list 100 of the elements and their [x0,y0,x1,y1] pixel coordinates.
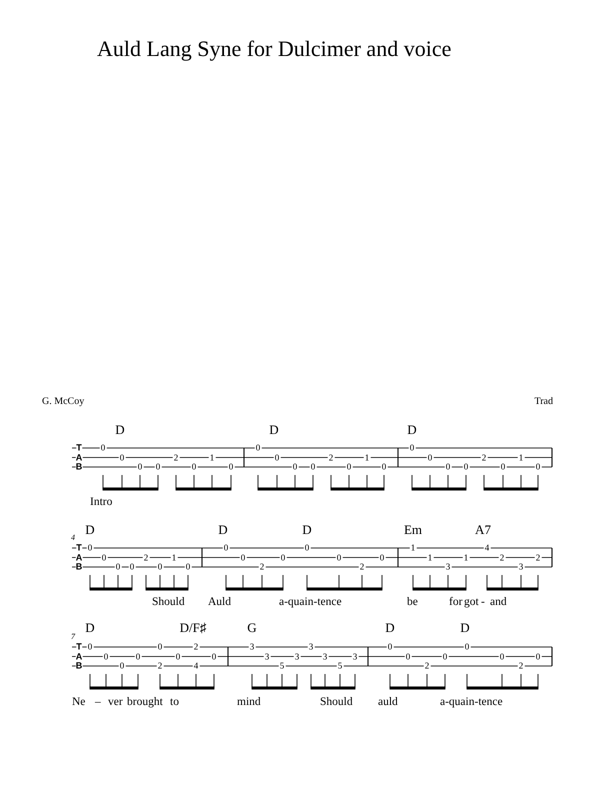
fret-number: 1 [518,453,524,462]
chord-name: A7 [475,523,491,536]
fret-number: 0 [210,652,218,661]
lyric-syllable: to [170,697,179,708]
fret-number: 1 [364,453,370,462]
credit-text: Trad [534,397,553,407]
chord-name: D [85,621,95,634]
tab-clef-letter: A [76,652,82,661]
fret-number: 3 [444,562,452,572]
fret-number: 3 [308,642,314,652]
chord-name: G [247,621,257,634]
lyric-syllable: and [490,597,507,608]
fret-number: 4 [484,544,490,552]
fret-number: 0 [240,553,246,562]
fret-number: 0 [86,642,94,652]
fret-number: 0 [310,462,316,472]
fret-number: 3 [264,652,270,661]
lyric-syllable: - [481,597,485,608]
lyric-syllable: – [95,697,101,708]
fret-number: 4 [192,662,200,670]
lyric-syllable: got [464,597,479,608]
fret-number: 0 [442,652,448,661]
lyric-syllable: ver [108,697,123,708]
fret-number: 0 [534,652,542,661]
fret-number: 2 [480,453,488,462]
fret-number: 0 [464,642,470,652]
fret-number: 1 [410,544,416,552]
fret-number: 2 [328,453,334,462]
lyric-syllable: Should [320,697,353,708]
fret-number: 2 [156,662,164,670]
tab-clef-letter: T [76,544,82,552]
fret-number: 2 [498,553,506,562]
measure-number: 4 [71,534,75,542]
fret-number: 0 [292,462,298,472]
fret-number: 1 [462,553,470,562]
fret-number: 2 [142,553,150,562]
fret-number: 0 [228,462,234,472]
fret-number: 0 [346,462,352,472]
fret-number: 0 [336,553,342,562]
fret-number: 0 [404,652,412,661]
fret-number: 0 [378,553,386,562]
fret-number: 0 [86,544,94,552]
lyric-syllable: brought [127,697,163,708]
fret-number: 0 [534,462,542,472]
chord-name: D/F♯ [180,621,206,634]
fret-number: 0 [280,553,286,562]
chord-name: D [218,523,228,536]
fret-number: 0 [114,562,122,572]
fret-number: 0 [222,544,230,552]
fret-number: 0 [304,544,310,552]
lyric-syllable: Intro [90,497,112,508]
chord-name: D [385,621,395,634]
lyric-syllable: auld [378,697,398,708]
fret-number: 0 [190,462,198,472]
tab-clef-letter: T [76,642,82,652]
fret-number: 1 [170,553,178,562]
fret-number: 3 [352,652,358,661]
fret-number: 0 [118,453,126,462]
fret-number: 0 [156,642,164,652]
chord-name: D [269,423,279,436]
fret-number: 0 [100,553,108,562]
chord-name: D [115,423,125,436]
credit-text: G. McCoy [42,397,84,407]
fret-number: 5 [278,662,286,670]
lyric-syllable: Ne [72,697,86,708]
fret-number: 0 [134,652,142,661]
fret-number: 0 [102,652,110,661]
lyric-syllable: a-quain-tence [279,597,342,608]
tab-clef-letter: A [76,553,82,562]
fret-number: 0 [254,444,262,452]
fret-number: 2 [534,553,542,562]
fret-number: 0 [462,462,470,472]
fret-number: 2 [192,642,200,652]
fret-number: 0 [498,652,506,661]
title: Auld Lang Syne for Dulcimer and voice [97,36,452,62]
lyric-syllable: mind [237,697,261,708]
lyric-syllable: a-quain-tence [440,697,503,708]
fret-number: 0 [128,562,136,572]
fret-number: 0 [118,662,126,670]
fret-number: 2 [424,662,430,670]
chord-name: Em [404,523,422,536]
measure-number: 7 [71,633,75,641]
lyric-syllable: Auld [208,597,231,608]
fret-number: 0 [136,462,144,472]
lyric-syllable: be [407,597,418,608]
chord-name: D [85,523,95,536]
chord-name: D [407,423,417,436]
tab-clef-letter: T [76,444,82,452]
fret-number: 0 [444,462,452,472]
tab-clef-letter: B [76,462,82,472]
chord-name: D [460,621,470,634]
fret-number: 1 [208,453,216,462]
tab-clef-letter: A [76,453,82,462]
fret-number: 0 [100,444,106,452]
tab-clef-letter: B [76,662,82,670]
fret-number: 0 [426,453,434,462]
fret-number: 0 [174,652,182,661]
fret-number: 0 [154,462,162,472]
fret-number: 3 [294,652,300,661]
fret-number: 0 [408,444,416,452]
